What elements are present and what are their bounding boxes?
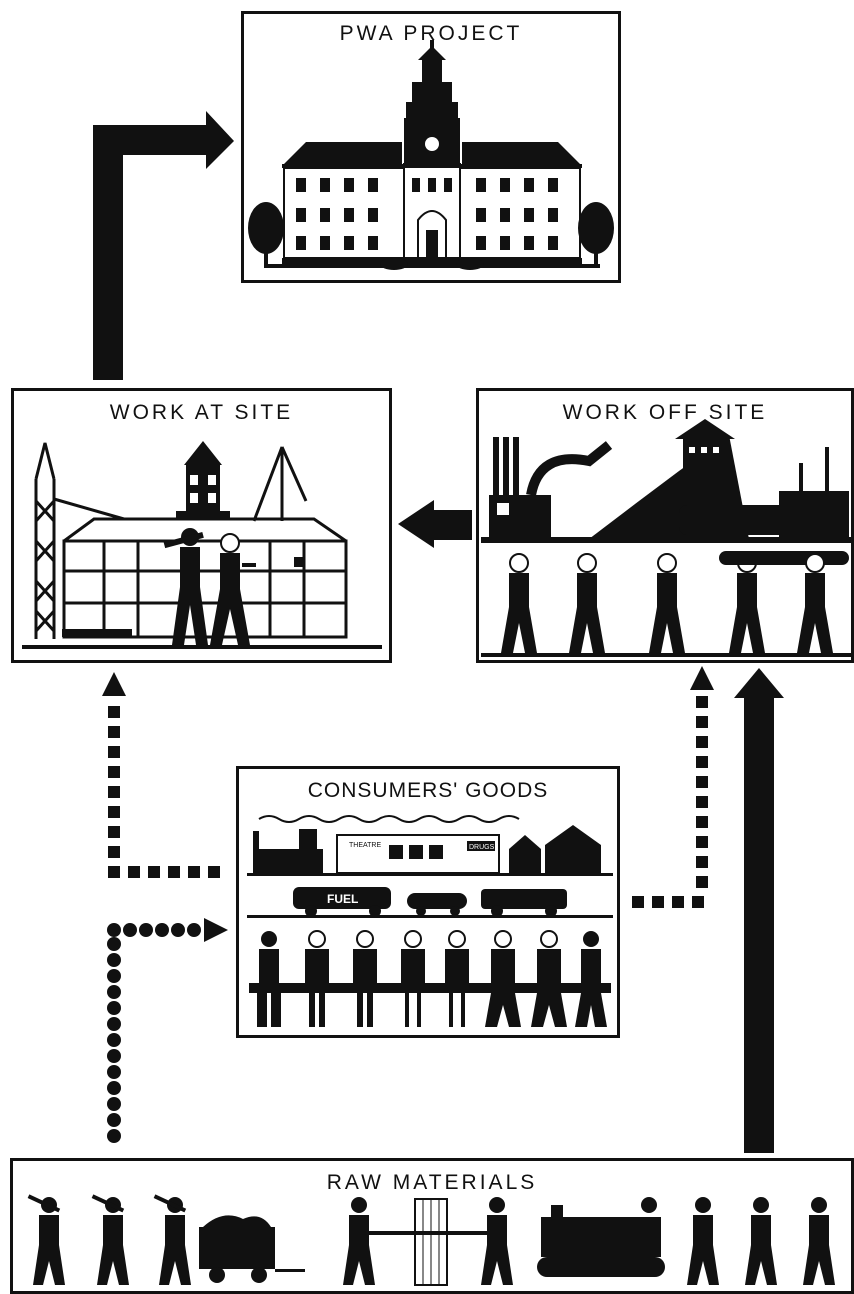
panel-title: PWA PROJECT: [339, 22, 523, 45]
panel-title: CONSUMERS' GOODS: [307, 779, 549, 802]
panel-title: RAW MATERIALS: [326, 1171, 538, 1194]
arrow-goods-to-offsite: [632, 666, 714, 908]
theatre-sign: THEATRE: [349, 842, 381, 849]
panel-work-at-site: WORK AT SITE: [11, 388, 392, 663]
panel-raw-materials: RAW MATERIALS: [10, 1158, 854, 1294]
panel-title: WORK OFF SITE: [562, 401, 768, 424]
consumer-goods-illustration: THEATRE DRUGS FUEL: [247, 815, 613, 1027]
panel-consumers-goods: CONSUMERS' GOODS: [236, 766, 620, 1038]
arrow-raw-to-goods: [107, 918, 228, 1143]
arrow-site-to-project: [93, 111, 234, 380]
courthouse-illustration: [248, 40, 614, 270]
fuel-truck-label: FUEL: [327, 892, 358, 906]
panel-pwa-project: PWA PROJECT: [241, 11, 621, 283]
raw-materials-illustration: [27, 1194, 835, 1286]
arrow-goods-to-site: [102, 672, 220, 878]
panel-title: WORK AT SITE: [109, 401, 294, 424]
arrow-raw-to-offsite: [734, 668, 784, 1153]
drugs-sign: DRUGS: [469, 844, 495, 851]
arrow-offsite-to-site: [398, 500, 472, 548]
construction-site-illustration: [22, 441, 382, 649]
factory-workshop-illustration: [481, 419, 851, 657]
panel-work-off-site: WORK OFF SITE: [476, 388, 854, 663]
